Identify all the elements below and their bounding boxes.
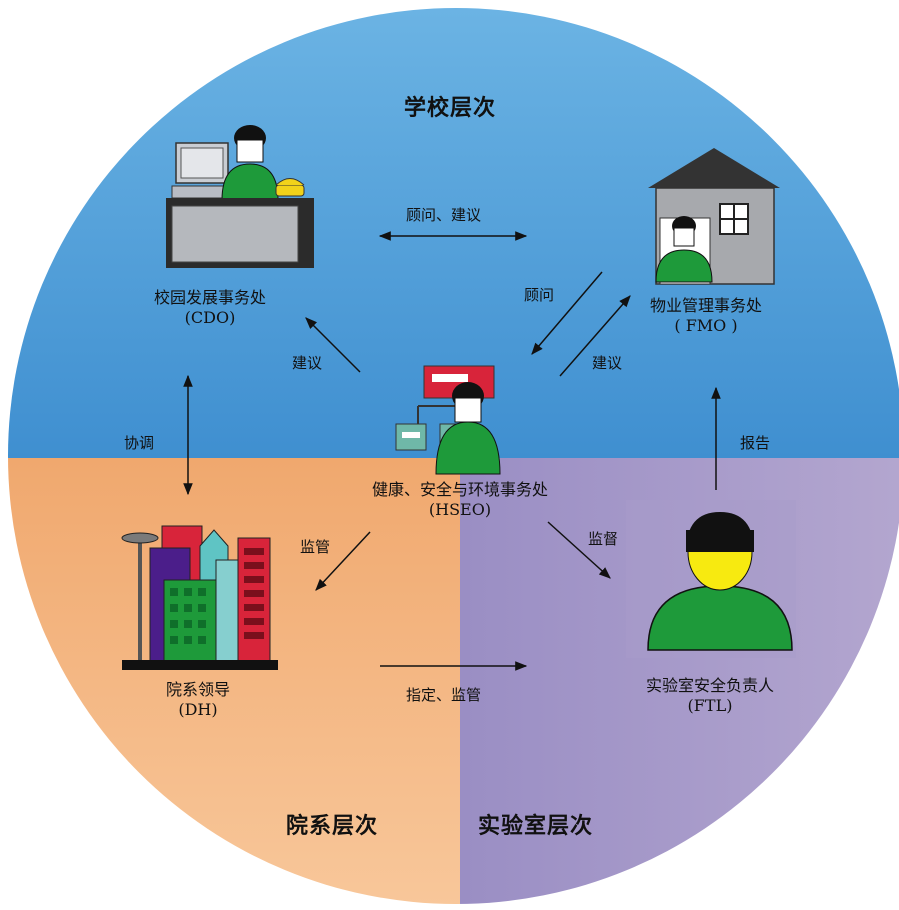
dh-abbr: (DH) [178, 700, 218, 719]
relation-cdo-dh: 协调 [124, 434, 155, 452]
relation-cdo-fmo: 顾问、建议 [406, 206, 482, 224]
relation-hseo-fmo-advise: 顾问 [524, 286, 555, 304]
house-icon [648, 148, 780, 285]
dh-name: 院系领导 [165, 680, 230, 699]
dh-label: 院系领导 (DH) [128, 680, 268, 720]
arrow-hseo-ftl [547, 521, 611, 579]
relation-hseo-ftl: 监督 [588, 530, 619, 548]
hseo-abbr: (HSEO) [428, 500, 492, 519]
arrow-fmo-to-hseo [531, 271, 603, 355]
ftl-name: 实验室安全负责人 [645, 676, 774, 695]
lab-zone-label: 实验室层次 [478, 813, 594, 839]
relation-ftl-fmo: 报告 [740, 434, 771, 452]
department-zone-label: 院系层次 [286, 813, 379, 839]
cdo-abbr: (CDO) [184, 308, 236, 327]
hseo-office-icon [395, 365, 501, 475]
relation-hseo-cdo: 建议 [292, 354, 323, 372]
fmo-name: 物业管理事务处 [649, 296, 762, 315]
arrow-hseo-cdo [305, 317, 361, 373]
office-desk-icon [166, 125, 314, 268]
school-zone-label: 学校层次 [404, 95, 497, 121]
cdo-name: 校园发展事务处 [153, 288, 266, 307]
arrow-hseo-to-fmo [559, 295, 631, 377]
hseo-label: 健康、安全与环境事务处 (HSEO) [350, 480, 570, 520]
person-icon [626, 500, 796, 658]
relation-dh-ftl: 指定、监管 [406, 686, 482, 704]
relation-hseo-fmo-suggest: 建议 [592, 354, 623, 372]
hseo-name: 健康、安全与环境事务处 [371, 480, 548, 499]
relation-hseo-dh: 监管 [300, 538, 331, 556]
arrow-hseo-dh [315, 531, 371, 591]
cdo-label: 校园发展事务处 (CDO) [130, 288, 290, 328]
ftl-abbr: (FTL) [687, 696, 733, 715]
fmo-abbr: ( FMO ) [674, 316, 738, 335]
fmo-label: 物业管理事务处 ( FMO ) [626, 296, 786, 336]
ftl-label: 实验室安全负责人 (FTL) [620, 676, 800, 716]
buildings-icon [121, 525, 278, 670]
